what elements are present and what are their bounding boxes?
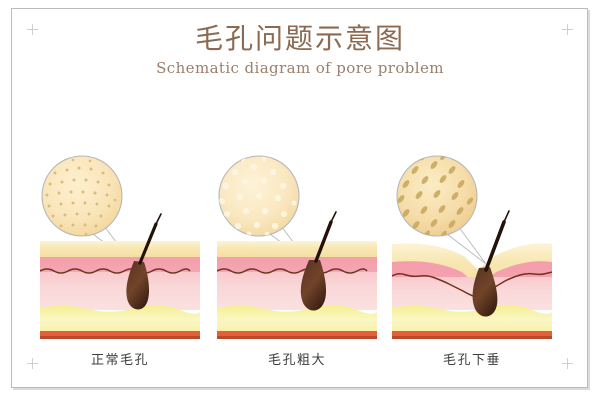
muscle-base-shadow — [392, 336, 552, 339]
hair-tip — [330, 211, 337, 223]
hair-tip — [503, 210, 510, 223]
muscle-base-shadow — [217, 336, 377, 339]
dermo-epidermal-junction-line — [217, 268, 368, 274]
epidermis-layer — [217, 241, 377, 257]
subcutaneous-fat-layer — [392, 305, 552, 334]
sagging-pore-illustration — [392, 155, 552, 339]
upper-dermis-layer — [392, 261, 552, 300]
corner-crosshair-bottom-left-icon — [27, 358, 38, 369]
title-block: 毛孔问题示意图 Schematic diagram of pore proble… — [0, 22, 600, 79]
hair-tip — [155, 213, 162, 225]
lower-dermis-layer — [217, 272, 377, 310]
panel-sagging-pore: 毛孔下垂 — [382, 148, 562, 378]
skin-cross-section — [392, 243, 552, 339]
hair-follicle — [126, 213, 162, 310]
muscle-base-layer — [217, 331, 377, 337]
panel-label-normal-pore: 正常毛孔 — [90, 353, 149, 368]
skin-cross-section — [40, 241, 200, 339]
subcutaneous-fat-layer — [217, 305, 377, 334]
corner-crosshair-top-left-icon — [27, 24, 38, 35]
page-title: 毛孔问题示意图 — [194, 22, 405, 55]
panel-enlarged-pore: 毛孔粗大 — [207, 148, 387, 378]
normal-pore-illustration — [40, 155, 200, 339]
follicle-bulb — [300, 260, 327, 311]
panel-label-enlarged-pore: 毛孔粗大 — [267, 353, 326, 368]
dermis-sag-fill — [392, 277, 552, 305]
muscle-base-shadow — [40, 336, 200, 339]
pore-dots-group — [219, 156, 297, 236]
follicle-bulb — [126, 261, 150, 310]
panel-normal-pore: 正常毛孔 — [30, 148, 210, 378]
hair-shaft — [138, 222, 158, 265]
page-subtitle: Schematic diagram of pore problem — [156, 59, 444, 77]
hair-follicle — [472, 210, 510, 317]
dermo-epidermal-junction-line — [40, 268, 191, 274]
magnified-pore-circle — [41, 155, 123, 237]
corner-crosshair-top-right-icon — [562, 24, 573, 35]
epidermis-layer — [392, 243, 552, 286]
hair-follicle — [300, 211, 337, 311]
upper-dermis-layer — [217, 257, 377, 272]
dermo-epidermal-junction-line-left — [392, 272, 474, 297]
skin-cross-section — [217, 241, 377, 339]
pore-dots-group — [397, 156, 474, 236]
dermo-epidermal-junction-line-right — [491, 271, 552, 290]
enlarged-pore-illustration — [217, 155, 377, 339]
hair-shaft — [484, 220, 506, 272]
muscle-base-layer — [40, 331, 200, 337]
follicle-bulb — [472, 267, 498, 317]
subcutaneous-fat-layer — [40, 305, 200, 334]
hair-shaft — [314, 220, 333, 263]
epidermis-layer — [40, 241, 200, 257]
panel-label-sagging-pore: 毛孔下垂 — [442, 353, 501, 368]
lower-dermis-layer — [40, 272, 200, 310]
muscle-base-layer — [392, 331, 552, 337]
upper-dermis-layer — [40, 257, 200, 272]
corner-crosshair-bottom-right-icon — [562, 358, 573, 369]
